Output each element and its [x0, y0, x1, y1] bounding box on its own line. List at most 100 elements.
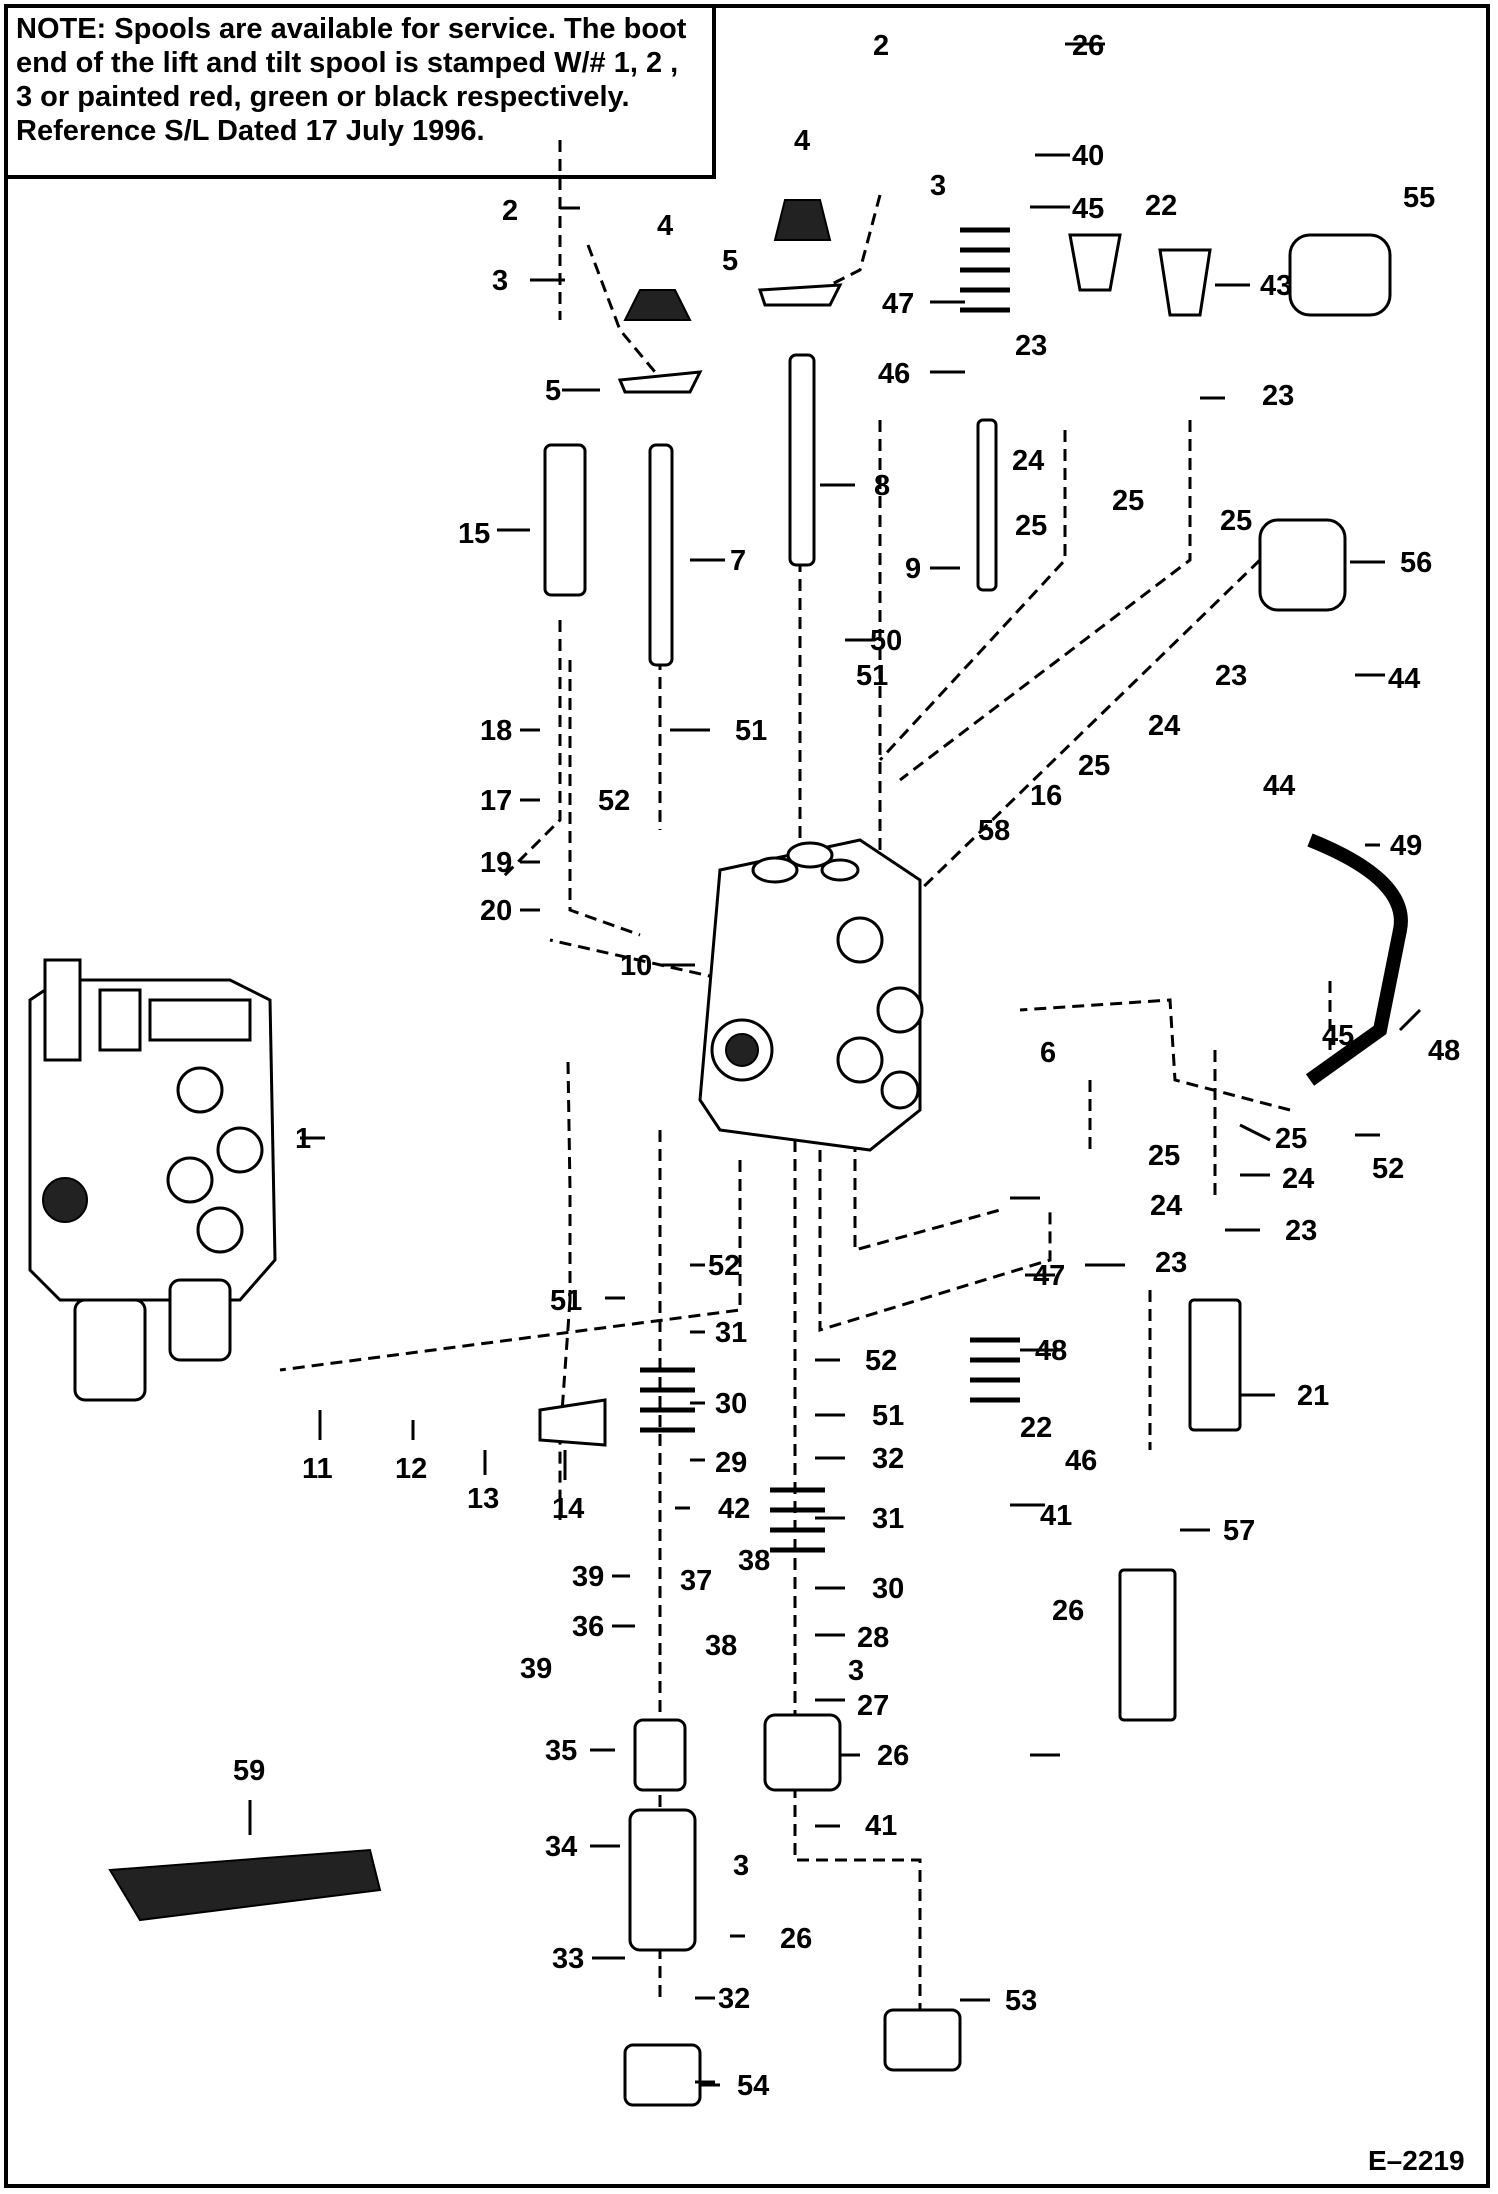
- callout-16: 16: [1030, 780, 1062, 812]
- callout-25: 25: [1112, 485, 1144, 517]
- callout-6: 6: [1040, 1037, 1056, 1069]
- spool-7-illustration: [648, 443, 674, 667]
- callout-44: 44: [1388, 663, 1420, 695]
- callout-40: 39: [572, 1561, 604, 1593]
- callout-23: 23: [1215, 660, 1247, 692]
- callout-53: 52: [1372, 1153, 1404, 1185]
- callout-23: 23: [1285, 1215, 1317, 1247]
- callout-18: 18: [480, 715, 512, 747]
- callout-50: 49: [1390, 830, 1422, 862]
- spring-31-left-illustration: [640, 1367, 695, 1433]
- callout-8: 8: [874, 470, 890, 502]
- spool-8-illustration: [788, 353, 816, 567]
- callout-3: 3: [930, 170, 946, 202]
- callout-4: 4: [657, 210, 673, 242]
- cartridge-58-illustration: [1118, 1568, 1177, 1722]
- callout-24: 24: [1282, 1163, 1314, 1195]
- callout-51: 51: [872, 1400, 904, 1432]
- solenoid-56-illustration: [1288, 233, 1392, 317]
- callout-39: 39: [520, 1653, 552, 1685]
- callout-46: 45: [1072, 193, 1104, 225]
- callout-24: 24: [1148, 710, 1180, 742]
- plate-5-right-illustration: [757, 283, 843, 307]
- callout-47: 47: [1033, 1260, 1065, 1292]
- callout-23: 23: [1262, 380, 1294, 412]
- drawing-reference: E–2219: [1368, 2145, 1465, 2176]
- callout-45: 44: [1263, 770, 1295, 802]
- callout-31: 31: [872, 1503, 904, 1535]
- assembled-valve-illustration: [28, 958, 277, 1402]
- callout-52: 52: [598, 785, 630, 817]
- callout-49: 48: [1428, 1035, 1460, 1067]
- callout-52: 52: [865, 1345, 897, 1377]
- callout-51: 50: [870, 625, 902, 657]
- callout-26: 26: [1072, 30, 1104, 62]
- decal-60-illustration: [108, 1848, 382, 1922]
- callout-31: 30: [715, 1388, 747, 1420]
- tube-49-illustration: [1305, 833, 1408, 1086]
- callout-32: 31: [715, 1317, 747, 1349]
- cartridge-44-top-illustration: [1158, 248, 1212, 317]
- callout-42: 41: [865, 1810, 897, 1842]
- callout-38: 38: [705, 1630, 737, 1662]
- callout-25: 25: [1275, 1123, 1307, 1155]
- callout-26: 26: [1052, 1595, 1084, 1627]
- callout-51: 51: [735, 715, 767, 747]
- callout-3: 3: [733, 1850, 749, 1882]
- callout-24: 24: [1012, 445, 1044, 477]
- callout-36: 35: [545, 1735, 577, 1767]
- spring-48-bottom-illustration: [970, 1337, 1020, 1403]
- callout-25: 25: [1015, 510, 1047, 542]
- callout-56: 55: [1403, 182, 1435, 214]
- callout-22: 22: [1020, 1412, 1052, 1444]
- spring-48-top-illustration: [960, 227, 1010, 313]
- callout-52: 52: [708, 1250, 740, 1282]
- spool-9-illustration: [976, 418, 998, 592]
- callout-23: 23: [1155, 1247, 1187, 1279]
- callout-44: 43: [1260, 270, 1292, 302]
- callout-12: 12: [395, 1453, 427, 1485]
- valve-body-illustration: [698, 838, 924, 1152]
- diagram-frame: [4, 4, 1490, 2188]
- callout-26: 26: [780, 1923, 812, 1955]
- callout-58: 57: [1223, 1515, 1255, 1547]
- callout-55: 54: [737, 2070, 769, 2102]
- callout-54: 53: [1005, 1985, 1037, 2017]
- callout-52: 51: [856, 660, 888, 692]
- callout-28: 27: [857, 1690, 889, 1722]
- callout-45: 45: [1322, 1020, 1354, 1052]
- boot-4-right-illustration: [773, 199, 832, 241]
- callout-30: 30: [872, 1573, 904, 1605]
- note-text: Spools are available for service. The bo…: [16, 13, 687, 147]
- callout-47: 46: [878, 358, 910, 390]
- callout-41: 40: [1072, 140, 1104, 172]
- callout-43: 42: [718, 1493, 750, 1525]
- cartridge-21-illustration: [1188, 1298, 1242, 1432]
- callout-29: 28: [857, 1622, 889, 1654]
- callout-labels: 1 2 2 3 3 3 3 4 4 5 5 6 7 8 9 10 11 12 1…: [233, 30, 1460, 2102]
- cap-27-illustration: [763, 1713, 842, 1792]
- callout-9: 9: [905, 553, 921, 585]
- cap-35-illustration: [628, 1808, 697, 1952]
- callout-4: 4: [794, 125, 810, 157]
- callout-35: 34: [545, 1831, 577, 1863]
- callout-10: 10: [620, 950, 652, 982]
- callout-33: 32: [718, 1983, 750, 2015]
- callout-38: 37: [680, 1565, 712, 1597]
- callout-25: 25: [1220, 505, 1252, 537]
- callout-20: 20: [480, 895, 512, 927]
- callout-17: 17: [480, 785, 512, 817]
- callout-14: 14: [552, 1493, 584, 1525]
- callout-59: 58: [978, 815, 1010, 847]
- callout-48: 48: [1035, 1335, 1067, 1367]
- leader-lines: [248, 42, 1422, 2087]
- callout-25: 25: [1078, 750, 1110, 782]
- callout-5: 5: [545, 375, 561, 407]
- callout-2: 2: [873, 30, 889, 62]
- callout-60: 59: [233, 1755, 265, 1787]
- note-box: NOTE: Spools are available for service. …: [4, 4, 716, 179]
- callout-5: 5: [722, 245, 738, 277]
- cover-54-illustration: [883, 2008, 962, 2072]
- callout-11: 11: [302, 1453, 333, 1485]
